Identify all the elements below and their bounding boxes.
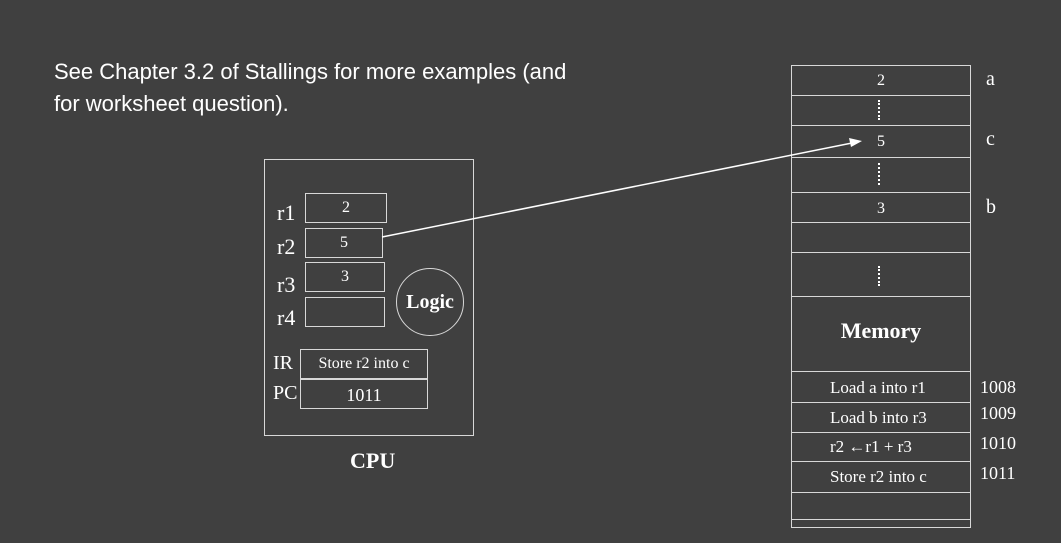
chapter-note: See Chapter 3.2 of Stallings for more ex… — [54, 56, 674, 120]
cpu-box — [264, 159, 474, 436]
logic-unit: Logic — [396, 268, 464, 336]
memory-cell-b-value: 3 — [877, 200, 885, 217]
program-counter: 1011 — [300, 379, 428, 409]
address-1008: 1008 — [980, 377, 1016, 397]
memory-var-a: a — [986, 68, 995, 90]
memory-row-divider — [791, 157, 971, 158]
register-r1: 2 — [305, 193, 387, 223]
note-line-2: for worksheet question). — [54, 91, 289, 116]
register-r3-label: r3 — [277, 272, 296, 297]
pc-label: PC — [273, 382, 298, 404]
memory-cell-c-value: 5 — [877, 133, 885, 150]
ir-label: IR — [273, 352, 293, 374]
note-line-1: See Chapter 3.2 of Stallings for more ex… — [54, 59, 567, 84]
address-1010: 1010 — [980, 433, 1016, 453]
memory-row-divider — [791, 492, 971, 493]
register-r2-label: r2 — [277, 234, 296, 259]
instruction-1011: Store r2 into c — [830, 467, 927, 486]
memory-row-divider — [791, 252, 971, 253]
memory-var-b: b — [986, 196, 996, 218]
memory-row-divider — [791, 192, 971, 193]
ellipsis-marker — [878, 163, 883, 185]
memory-row-divider — [791, 125, 971, 126]
memory-row-divider — [791, 296, 971, 297]
memory-row-divider — [791, 432, 971, 433]
register-r4-label: r4 — [277, 305, 296, 330]
register-r2: 5 — [305, 228, 383, 258]
memory-row-divider — [791, 461, 971, 462]
memory-var-c: c — [986, 128, 995, 150]
address-1009: 1009 — [980, 403, 1016, 423]
memory-row-divider — [791, 519, 971, 520]
instruction-register: Store r2 into c — [300, 349, 428, 379]
memory-row-divider — [791, 95, 971, 96]
memory-row-divider — [791, 402, 971, 403]
memory-cell-a-value: 2 — [877, 72, 885, 89]
instruction-1008: Load a into r1 — [830, 378, 926, 397]
instruction-1010: r2 ←r1 + r3 — [830, 437, 912, 456]
register-r3: 3 — [305, 262, 385, 292]
ellipsis-marker — [878, 100, 883, 120]
register-r4 — [305, 297, 385, 327]
memory-row-divider — [791, 371, 971, 372]
memory-label: Memory — [840, 318, 922, 343]
instruction-1009: Load b into r3 — [830, 408, 927, 427]
register-r1-label: r1 — [277, 200, 296, 225]
address-1011: 1011 — [980, 463, 1016, 483]
ellipsis-marker — [878, 266, 883, 286]
logic-label: Logic — [406, 290, 454, 313]
memory-row-divider — [791, 222, 971, 223]
cpu-label: CPU — [350, 448, 396, 473]
